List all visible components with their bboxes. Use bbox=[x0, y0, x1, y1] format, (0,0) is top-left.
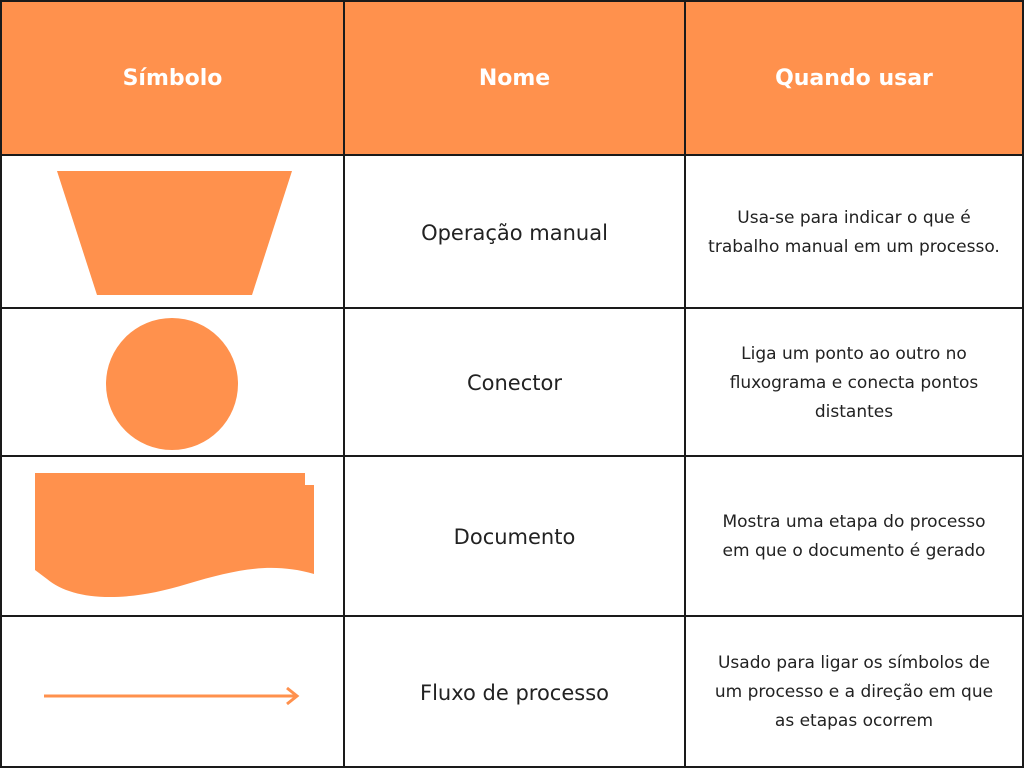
symbol-usage: Mostra uma etapa do processo em que o do… bbox=[684, 457, 1022, 617]
table-row: Fluxo de processo Usado para ligar os sí… bbox=[2, 615, 1022, 768]
usage-line: distantes bbox=[814, 401, 894, 422]
table-row: Documento Mostra uma etapa do processo e… bbox=[2, 455, 1022, 617]
table-header-row: Símbolo Nome Quando usar bbox=[2, 2, 1022, 155]
usage-line: Usado para ligar os símbolos de bbox=[717, 653, 990, 673]
usage-line: as etapas ocorrem bbox=[774, 711, 934, 731]
manual-operation-icon bbox=[57, 171, 292, 295]
symbol-name: Conector bbox=[343, 309, 684, 457]
usage-line: Mostra uma etapa do processo bbox=[722, 512, 986, 532]
table-row: Conector Liga um ponto ao outro no fluxo… bbox=[2, 307, 1022, 457]
symbol-name: Fluxo de processo bbox=[343, 617, 684, 768]
symbol-name: Documento bbox=[343, 457, 684, 617]
usage-line: em que o documento é gerado bbox=[722, 541, 986, 561]
symbol-cell bbox=[2, 457, 343, 617]
header-when-to-use: Quando usar bbox=[684, 2, 1022, 155]
usage-line: Usa-se para indicar o que é bbox=[737, 207, 971, 228]
symbol-cell bbox=[2, 617, 343, 768]
document-icon bbox=[35, 473, 314, 598]
connector-circle-icon bbox=[106, 318, 238, 450]
symbol-usage: Liga um ponto ao outro no fluxograma e c… bbox=[684, 309, 1022, 457]
process-flow-arrow-icon bbox=[44, 686, 300, 706]
header-name: Nome bbox=[343, 2, 684, 155]
usage-line: fluxograma e conecta pontos bbox=[729, 372, 979, 393]
table-row: Operação manual Usa-se para indicar o qu… bbox=[2, 154, 1022, 309]
usage-line: Liga um ponto ao outro no bbox=[741, 343, 967, 364]
symbol-name: Operação manual bbox=[343, 156, 684, 309]
symbol-cell bbox=[2, 309, 343, 457]
symbol-cell bbox=[2, 156, 343, 309]
symbol-usage: Usado para ligar os símbolos de um proce… bbox=[684, 617, 1022, 768]
symbol-usage: Usa-se para indicar o que é trabalho man… bbox=[684, 156, 1022, 309]
usage-line: trabalho manual em um processo. bbox=[708, 236, 1000, 257]
header-symbol: Símbolo bbox=[122, 66, 223, 91]
usage-line: um processo e a direção em que bbox=[714, 682, 994, 702]
